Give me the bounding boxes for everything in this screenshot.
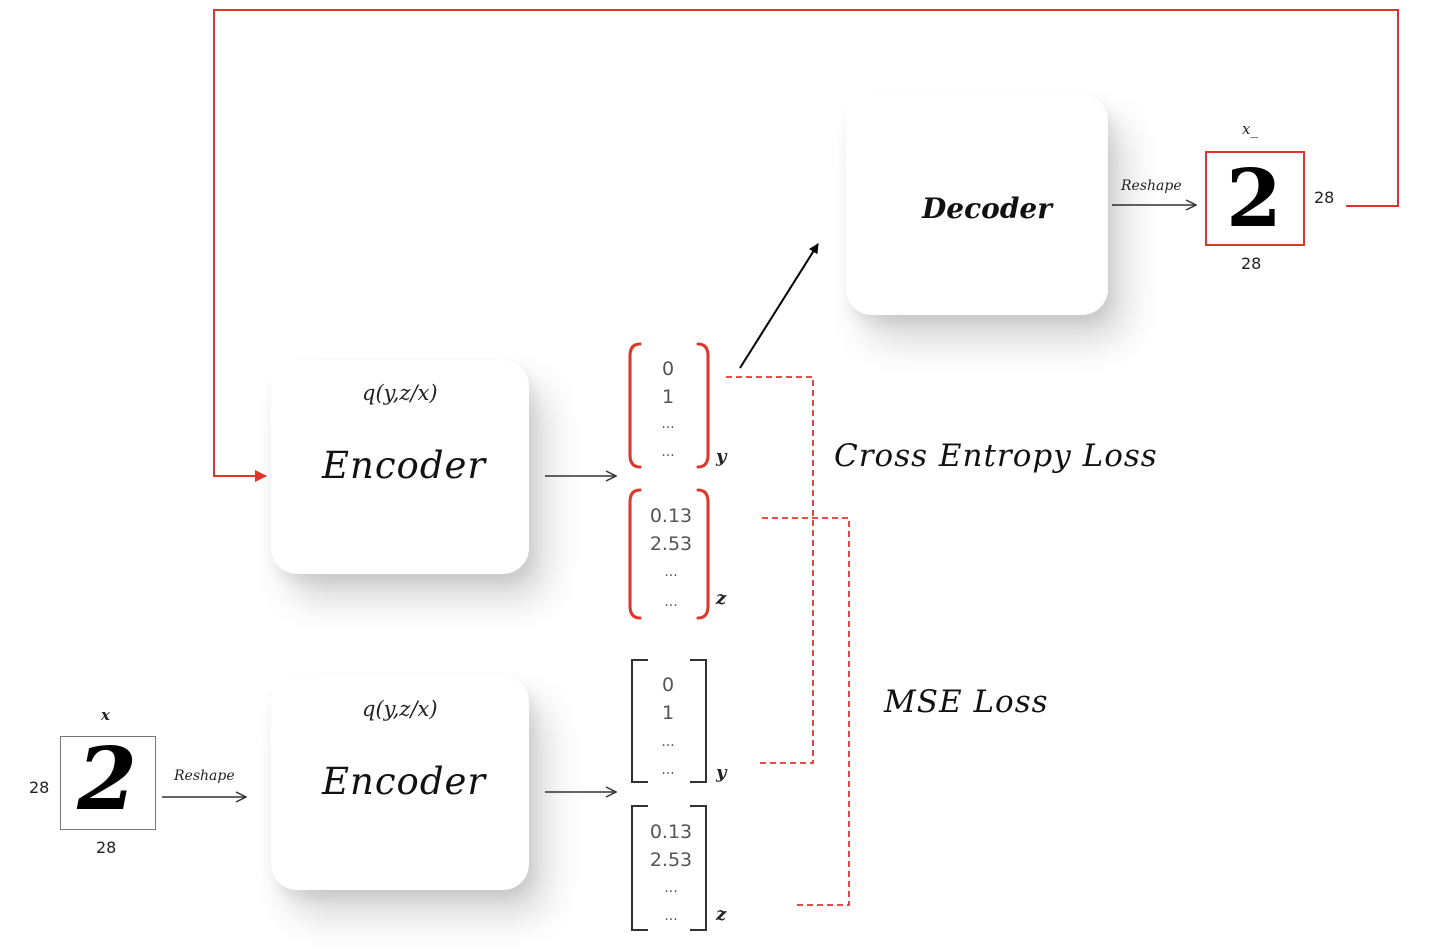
vector-z-bottom-value: ... (664, 908, 678, 924)
vector-y-bottom-value: 1 (661, 702, 675, 724)
encoder-top-posterior: q(y,z/x) (362, 381, 438, 405)
encoder-top-box (271, 360, 529, 574)
output-image-frame (1205, 151, 1305, 246)
vector-z-bottom-label: z (716, 904, 727, 925)
input-digit-image: 2 (77, 729, 137, 830)
input-image-frame (60, 736, 156, 830)
decoder-label: Decoder (922, 192, 1052, 225)
vector-y-top-value: 1 (661, 386, 675, 408)
vector-z-top-value: ... (664, 594, 678, 610)
vector-z-bottom-value: 2.53 (649, 849, 693, 871)
vector-y-top-value: ... (661, 416, 675, 432)
encoder-bottom-label: Encoder (322, 760, 487, 803)
vector-z-bottom-value: ... (664, 880, 678, 896)
input-image-label: x (101, 706, 110, 724)
encoder-top-label: Encoder (322, 444, 487, 487)
vector-z-top-label: z (716, 588, 727, 609)
vector-z-bottom-value: 0.13 (649, 821, 693, 843)
mse-loss-label: MSE Loss (884, 684, 1049, 720)
vector-y-bottom-value: ... (661, 734, 675, 750)
vector-z-bottom-brackets (631, 805, 707, 931)
mse-connector (762, 517, 850, 906)
vector-y-bottom-value: ... (661, 762, 675, 778)
output-digit-image: 2 (1226, 151, 1282, 245)
input-image-width: 28 (96, 838, 117, 857)
vector-z-top-brackets (628, 488, 710, 620)
vector-y-bottom-value: 0 (661, 674, 675, 696)
vector-y-top-value: 0 (661, 358, 675, 380)
vector-z-top-value: 0.13 (649, 505, 693, 527)
encoder-bottom-posterior: q(y,z/x) (362, 697, 438, 721)
output-image-height: 28 (1314, 188, 1335, 207)
vector-z-top-value: 2.53 (649, 533, 693, 555)
vector-y-top-value: ... (661, 444, 675, 460)
vector-y-bottom-label: y (716, 762, 727, 783)
encoder-bottom-box (271, 676, 529, 890)
output-image-label: x_ (1242, 120, 1258, 138)
vector-z-top-value: ... (664, 564, 678, 580)
output-reshape-label: Reshape (1121, 178, 1182, 194)
y-to-decoder-arrow (739, 243, 819, 369)
decoder-box (846, 95, 1108, 315)
input-image-height: 28 (29, 778, 50, 797)
cross-entropy-loss-label: Cross Entropy Loss (834, 438, 1158, 474)
cross-entropy-connector (726, 376, 814, 764)
vector-y-top-label: y (716, 446, 727, 467)
vector-y-top-brackets (628, 342, 710, 469)
vector-y-bottom-brackets (631, 659, 707, 783)
feedback-loop-line (213, 9, 1399, 482)
input-reshape-label: Reshape (174, 768, 235, 784)
output-image-width: 28 (1241, 254, 1262, 273)
